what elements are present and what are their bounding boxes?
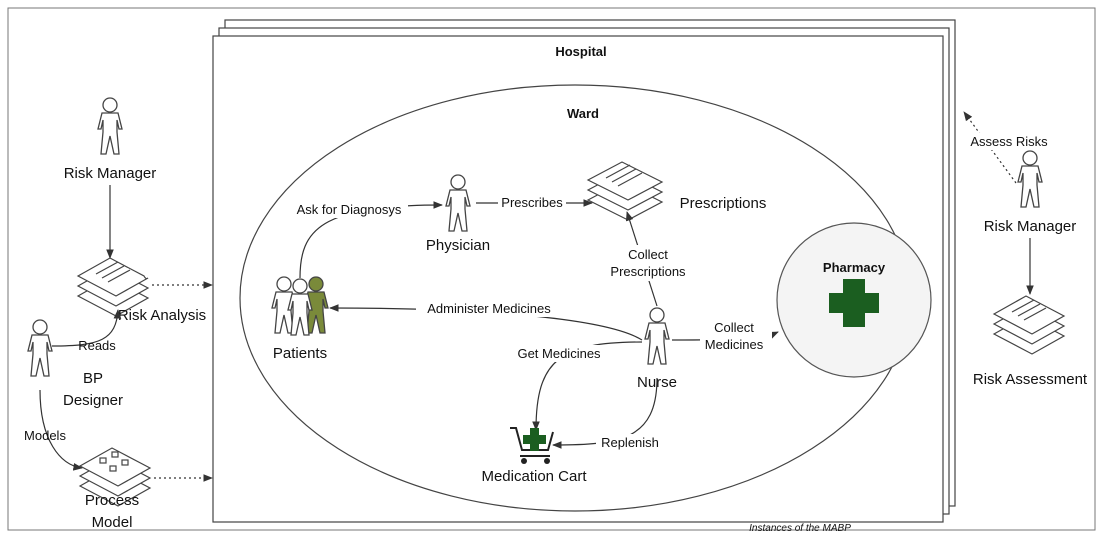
risk-assessment-docs-icon bbox=[992, 295, 1066, 355]
prescriptions-label: Prescriptions bbox=[680, 195, 767, 212]
risk-analysis-label: Risk Analysis bbox=[118, 307, 206, 324]
outer-frame bbox=[7, 7, 1096, 531]
bp-label: BP bbox=[83, 370, 103, 387]
models-arrow bbox=[39, 389, 83, 471]
administer-label: Administer Medicines bbox=[427, 301, 551, 316]
collect-medicines-label-2: Medicines bbox=[705, 337, 764, 352]
medication-cart-icon bbox=[510, 427, 554, 464]
prescribes-label: Prescribes bbox=[501, 195, 563, 210]
ward-title: Ward bbox=[567, 106, 599, 121]
nurse-person-icon bbox=[644, 307, 670, 365]
prescriptions-docs-icon bbox=[586, 161, 664, 221]
process-label: Process bbox=[85, 492, 139, 509]
patients-label: Patients bbox=[273, 345, 327, 362]
reads-arrow bbox=[51, 309, 122, 347]
medication-cart-label: Medication Cart bbox=[481, 468, 587, 485]
instances-caption: Instances of the MABP bbox=[749, 523, 851, 534]
risk-analysis-docs-icon bbox=[76, 257, 150, 317]
collect-label: Collect bbox=[628, 247, 668, 262]
collect-prescriptions-label: Prescriptions bbox=[610, 264, 686, 279]
models-label: Models bbox=[24, 428, 66, 443]
right-risk-manager-person-icon bbox=[1017, 150, 1043, 208]
right-risk-manager-label: Risk Manager bbox=[984, 218, 1077, 235]
physician-person-icon bbox=[445, 174, 471, 232]
assess-risks-label: Assess Risks bbox=[970, 134, 1048, 149]
model-label: Model bbox=[92, 514, 133, 531]
patients-group-icon bbox=[271, 276, 329, 336]
pharmacy-label: Pharmacy bbox=[823, 260, 886, 275]
left-risk-manager-label: Risk Manager bbox=[64, 165, 157, 182]
pharmacy-cross-icon bbox=[829, 279, 879, 327]
collect-medicines-label-1: Collect bbox=[714, 320, 754, 335]
process-model-docs-icon bbox=[78, 447, 152, 507]
risk-assessment-label: Risk Assessment bbox=[973, 371, 1088, 388]
bp-designer-person-icon bbox=[27, 319, 53, 377]
ask-diagnosys-label: Ask for Diagnosys bbox=[297, 202, 402, 217]
get-medicines-label: Get Medicines bbox=[517, 346, 601, 361]
hospital-title: Hospital bbox=[555, 44, 606, 59]
reads-label: Reads bbox=[78, 338, 116, 353]
designer-label: Designer bbox=[63, 392, 123, 409]
risk-manager-person-icon bbox=[97, 97, 123, 155]
replenish-label: Replenish bbox=[601, 435, 659, 450]
physician-label: Physician bbox=[426, 237, 490, 254]
